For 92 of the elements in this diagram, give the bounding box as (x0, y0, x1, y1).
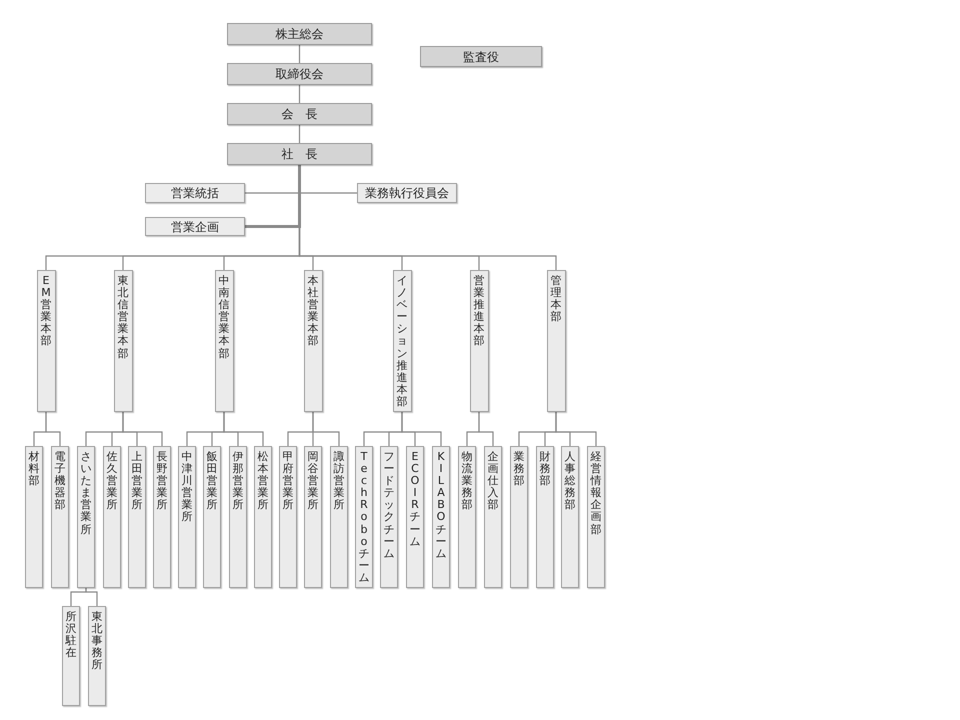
department-name: 営業推進本部 (474, 275, 484, 348)
department-box (214, 270, 234, 412)
position-box (227, 63, 372, 85)
department-name: イノベーション推進本部 (396, 275, 408, 408)
department-box (114, 270, 132, 412)
department-box (458, 446, 476, 588)
department-box (229, 446, 247, 588)
position-box (357, 183, 457, 203)
department-box (380, 446, 398, 588)
department-box (392, 270, 412, 412)
department-box (279, 446, 297, 588)
department-box (546, 270, 566, 412)
department-box (470, 270, 488, 412)
department-box (536, 446, 554, 588)
position-title: 業務執行役員会 (365, 187, 449, 199)
department-name: 上田営業所 (132, 451, 142, 512)
connector-line (85, 588, 98, 606)
department-name: さいたま営業所 (80, 451, 92, 536)
connector-line (298, 85, 300, 103)
connector-line (223, 412, 264, 446)
department-name: 企画仕入部 (488, 451, 498, 512)
department-name: TechRoboチーム (358, 451, 370, 584)
department-name: 中津川営業所 (182, 451, 192, 524)
department-name: 飯田営業所 (206, 451, 218, 512)
department-name: 伊那営業所 (232, 451, 244, 512)
department-box (88, 606, 106, 706)
position-box (227, 23, 372, 45)
department-name: 業務部 (514, 451, 524, 488)
department-box (587, 446, 605, 588)
department-name: 諏訪営業所 (334, 451, 344, 512)
position-title: 会 長 (282, 108, 318, 120)
department-box (51, 446, 69, 588)
department-name: 中南信営業本部 (218, 275, 230, 360)
department-name: フードテックチーム (384, 451, 394, 560)
department-name: 電子機器部 (54, 451, 66, 512)
position-title: 営業統括 (171, 187, 219, 199)
department-box (25, 446, 43, 588)
department-name: 経営情報企画部 (590, 451, 602, 536)
position-title: 営業企画 (171, 220, 219, 232)
department-name: 岡谷営業所 (308, 451, 318, 512)
department-name: 甲府営業所 (282, 451, 294, 512)
department-box (304, 270, 322, 412)
department-box (103, 446, 121, 588)
position-title: 株主総会 (276, 28, 324, 40)
department-box (432, 446, 450, 588)
position-title: 社 長 (282, 148, 318, 160)
department-name: 本社営業本部 (308, 275, 318, 348)
department-name: 東北事務所 (92, 611, 102, 672)
department-name: 佐久営業所 (106, 451, 118, 512)
department-box (561, 446, 579, 588)
department-box (62, 606, 80, 706)
position-box (145, 183, 245, 203)
department-box (510, 446, 528, 588)
department-name: 東北信営業本部 (118, 275, 128, 360)
connector-line (298, 45, 300, 63)
department-box (355, 446, 373, 588)
department-name: 長野営業所 (156, 451, 168, 512)
department-box (153, 446, 171, 588)
connector-line (298, 125, 300, 143)
department-box (304, 446, 322, 588)
connector-line (245, 165, 301, 228)
connector-line (401, 412, 442, 446)
department-name: ECOIRチーム (410, 451, 420, 548)
department-name: 松本営業所 (258, 451, 268, 512)
position-box (145, 217, 245, 236)
department-name: 所沢駐在 (66, 611, 76, 660)
department-box (254, 446, 272, 588)
position-title: 監査役 (463, 50, 499, 62)
department-name: 管理本部 (550, 275, 562, 324)
position-box (420, 46, 542, 67)
department-name: 財務部 (540, 451, 550, 488)
connector-line (45, 412, 61, 446)
department-box (484, 446, 502, 588)
department-box (178, 446, 196, 588)
connector-line (478, 412, 494, 446)
department-name: 材料部 (28, 451, 40, 488)
position-box (227, 103, 372, 125)
department-box (406, 446, 424, 588)
position-title: 取締役会 (276, 68, 324, 80)
connector-line (555, 412, 597, 446)
department-name: KILABOチーム (436, 451, 446, 560)
connector-line (122, 412, 163, 446)
department-name: EM営業本部 (40, 275, 52, 348)
department-box (203, 446, 221, 588)
connector-line (312, 412, 340, 446)
department-box (77, 446, 95, 588)
position-box (227, 143, 372, 165)
department-box (36, 270, 56, 412)
department-box (128, 446, 146, 588)
department-name: 物流業務部 (462, 451, 472, 512)
department-box (330, 446, 348, 588)
department-name: 人事総務部 (564, 451, 576, 512)
